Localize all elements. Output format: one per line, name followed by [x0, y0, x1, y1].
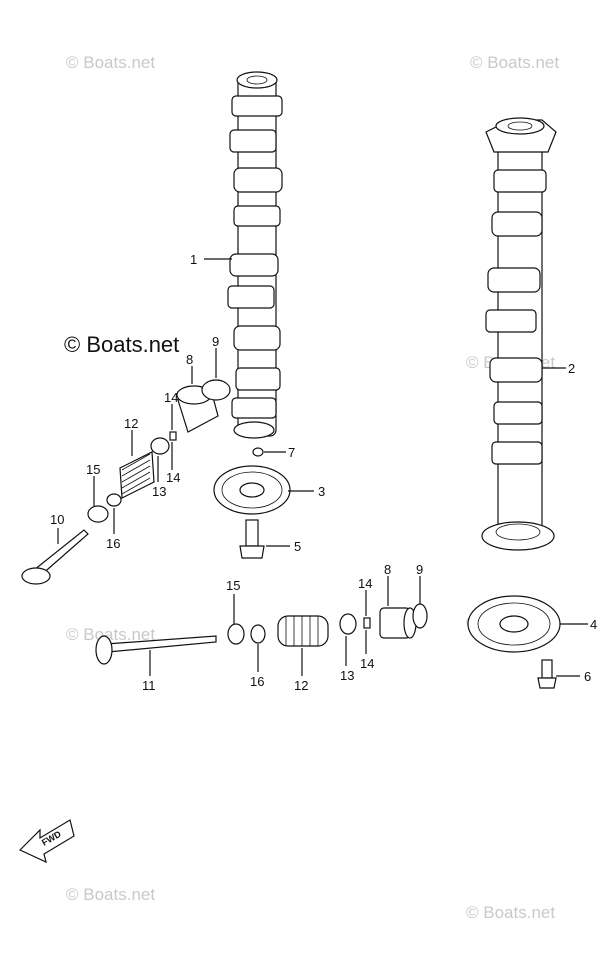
callout-3: 3: [318, 484, 325, 499]
callout-1: 1: [190, 252, 197, 267]
pin-7: [252, 447, 264, 457]
watermark-bottom-right: © Boats.net: [466, 903, 555, 922]
watermark-top-left: © Boats.net: [66, 53, 155, 72]
leader-lines: [57, 258, 588, 677]
watermark-bottom-left: © Boats.net: [66, 885, 155, 904]
watermark-mid-left: © Boats.net: [66, 625, 155, 644]
callout-15-upper: 15: [86, 462, 100, 477]
bolt-6: [537, 659, 557, 689]
callout-8-lower: 8: [384, 562, 391, 577]
callout-16-upper: 16: [106, 536, 120, 551]
callout-7: 7: [288, 445, 295, 460]
sprocket-3: [213, 465, 291, 515]
callout-14-lower-a: 14: [358, 576, 372, 591]
callout-14-upper-b: 14: [166, 470, 180, 485]
callout-9-lower: 9: [416, 562, 423, 577]
callout-15-lower: 15: [226, 578, 240, 593]
callout-8-upper: 8: [186, 352, 193, 367]
fwd-arrow-icon: FWD: [18, 819, 75, 864]
watermark-prominent: © Boats.net: [64, 332, 179, 357]
callout-9-upper: 9: [212, 334, 219, 349]
sprocket-4: [467, 595, 561, 653]
valve-assembly-upper: [21, 379, 231, 585]
callout-12-lower: 12: [294, 678, 308, 693]
callouts: 1 2 3 4 5 6 7 8 8 9 9 10 11 12 12 13 13 …: [50, 252, 597, 693]
callout-14-upper-a: 14: [164, 390, 178, 405]
callout-5: 5: [294, 539, 301, 554]
valve-assembly-lower: [95, 603, 428, 665]
watermark-top-right: © Boats.net: [470, 53, 559, 72]
callout-13-upper: 13: [152, 484, 166, 499]
callout-11: 11: [142, 678, 156, 693]
callout-10: 10: [50, 512, 64, 527]
callout-6: 6: [584, 669, 591, 684]
bolt-5: [239, 519, 265, 559]
camshaft-1: [227, 71, 283, 439]
callout-2: 2: [568, 361, 575, 376]
callout-16-lower: 16: [250, 674, 264, 689]
watermark-group: © Boats.net © Boats.net © Boats.net © Bo…: [64, 53, 559, 922]
callout-13-lower: 13: [340, 668, 354, 683]
callout-12-upper: 12: [124, 416, 138, 431]
camshaft-2: [481, 117, 557, 551]
callout-4: 4: [590, 617, 597, 632]
callout-14-lower-b: 14: [360, 656, 374, 671]
